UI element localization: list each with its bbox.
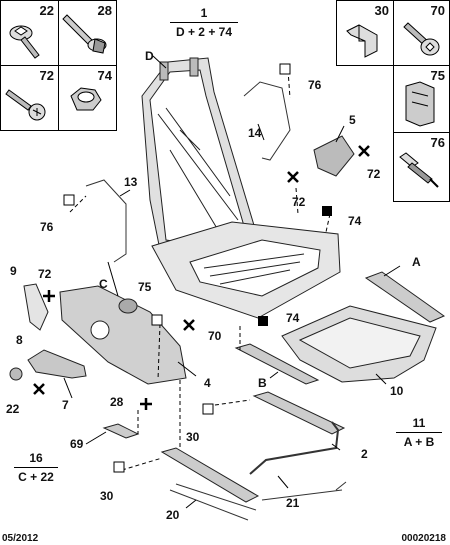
callout-5: 5	[349, 113, 356, 127]
part-number: 28	[97, 3, 112, 18]
assembly-11: 11 A + B	[396, 416, 442, 449]
recliner-mechanism	[313, 135, 355, 177]
part-cell-28[interactable]: 28	[58, 0, 117, 66]
seat-cushion-frame	[151, 221, 341, 319]
callout-76: 76	[308, 78, 322, 92]
rail-a	[364, 271, 446, 323]
callout-21: 21	[286, 496, 300, 510]
callout-30: 30	[100, 489, 114, 503]
knob-cover	[23, 283, 49, 331]
callout-70: 70	[208, 329, 222, 343]
callout-2: 2	[361, 447, 368, 461]
part-number: 70	[430, 3, 445, 18]
callout-22: 22	[6, 402, 20, 416]
self-tapping-screw-icon	[5, 89, 46, 121]
assembly-id: 1	[200, 6, 208, 20]
rail-b	[234, 343, 320, 385]
push-rivet-icon	[399, 152, 439, 188]
assembly-formula: C + 22	[18, 470, 54, 484]
part-cell-72[interactable]: 72	[0, 65, 59, 131]
part-cell-75[interactable]: 75	[393, 65, 450, 133]
lower-rail	[160, 447, 260, 503]
collar-bolt-icon	[62, 14, 107, 54]
assembly-id: 16	[29, 451, 43, 465]
callout-8: 8	[16, 333, 23, 347]
callout-74: 74	[286, 311, 300, 325]
callout-D: D	[145, 49, 154, 63]
part-cell-30[interactable]: 30	[336, 0, 394, 66]
callout-69: 69	[70, 437, 84, 451]
plastic-clip-icon	[405, 81, 435, 127]
hex-nut-icon	[70, 87, 102, 111]
callout-28: 28	[110, 395, 124, 409]
part-cell-22[interactable]: 22	[0, 0, 59, 66]
part-number: 74	[97, 68, 112, 83]
part-number: 72	[39, 68, 54, 83]
part-cell-70[interactable]: 70	[393, 0, 450, 66]
side-trim	[59, 285, 187, 385]
callout-C: C	[99, 277, 108, 291]
callout-4: 4	[204, 376, 211, 390]
callout-72: 72	[38, 267, 52, 281]
callout-20: 20	[166, 508, 180, 522]
callout-A: A	[412, 255, 421, 269]
callout-14: 14	[248, 126, 262, 140]
part-number: 76	[430, 135, 445, 150]
callout-72: 72	[367, 167, 381, 181]
callout-10: 10	[390, 384, 404, 398]
footer-date: 05/2012	[2, 533, 39, 544]
assembly-1: 1 D + 2 + 74	[170, 6, 238, 39]
lever-handle	[27, 349, 87, 379]
assembly-id: 11	[412, 416, 426, 430]
callout-30: 30	[186, 430, 200, 444]
rail-upper	[252, 391, 346, 435]
assembly-formula: A + B	[403, 435, 435, 449]
part-cell-76[interactable]: 76	[393, 132, 450, 202]
callout-76: 76	[40, 220, 54, 234]
part-number: 30	[374, 3, 389, 18]
callout-13: 13	[124, 175, 138, 189]
callout-75: 75	[138, 280, 152, 294]
assembly-formula: D + 2 + 74	[175, 25, 233, 39]
callout-72: 72	[292, 195, 306, 209]
callout-74: 74	[348, 214, 362, 228]
assembly-16: 16 C + 22	[14, 451, 58, 484]
part-cell-74[interactable]: 74	[58, 65, 117, 131]
callout-B: B	[258, 376, 267, 390]
footer-reference: 00020218	[401, 533, 447, 544]
callout-7: 7	[62, 398, 69, 412]
part-number: 75	[430, 68, 445, 83]
callout-9: 9	[10, 264, 17, 278]
flanged-torx-screw-icon	[9, 25, 40, 59]
seat-pan	[281, 305, 437, 383]
seat-back-frame	[141, 57, 257, 263]
spring-clip-icon	[346, 24, 378, 58]
part-number: 22	[39, 3, 54, 18]
torx-screw-icon	[403, 22, 440, 56]
